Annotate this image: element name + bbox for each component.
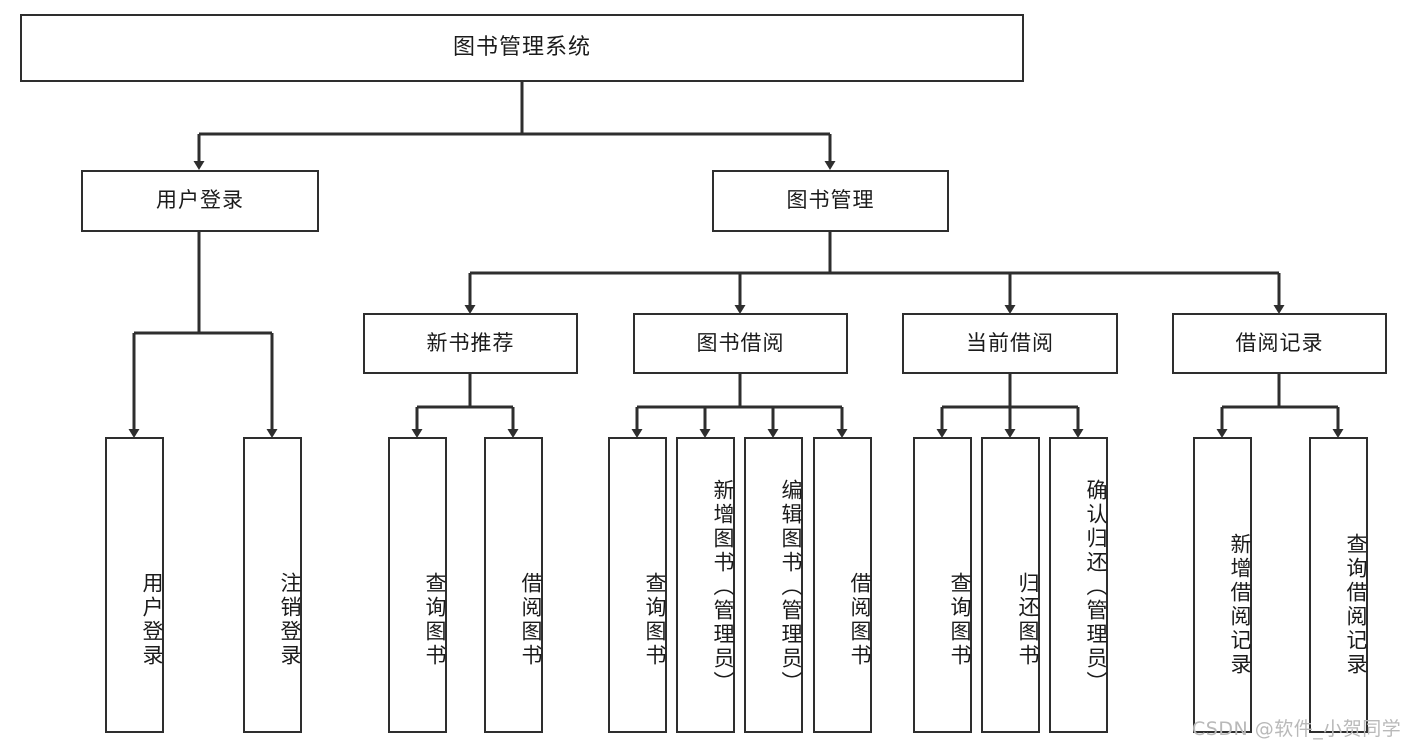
- node-leaf-borrow-book-2[interactable]: 借阅图书: [813, 437, 872, 733]
- node-label: 用户登录: [156, 188, 244, 213]
- node-label: 新增借阅记录: [1228, 533, 1252, 677]
- node-label: 图书管理系统: [452, 34, 591, 60]
- node-label: 确认归还（管理员）: [1084, 479, 1108, 695]
- node-label: 查询图书: [423, 572, 447, 668]
- node-leaf-user-login[interactable]: 用户登录: [105, 437, 164, 733]
- node-leaf-add-record[interactable]: 新增借阅记录: [1193, 437, 1252, 733]
- node-label: 查询图书: [948, 572, 972, 668]
- node-label: 编辑图书（管理员）: [779, 479, 803, 695]
- node-label: 新书推荐: [426, 330, 515, 355]
- node-leaf-query-book-1[interactable]: 查询图书: [388, 437, 447, 733]
- node-new-book-recommend[interactable]: 新书推荐: [363, 313, 578, 374]
- node-label: 查询图书: [643, 572, 667, 668]
- node-label: 借阅记录: [1235, 330, 1324, 355]
- node-label: 查询借阅记录: [1344, 533, 1368, 677]
- node-leaf-query-book-3[interactable]: 查询图书: [913, 437, 972, 733]
- node-leaf-borrow-book-1[interactable]: 借阅图书: [484, 437, 543, 733]
- node-borrow-record[interactable]: 借阅记录: [1172, 313, 1387, 374]
- node-label: 当前借阅: [966, 330, 1054, 355]
- node-leaf-query-record[interactable]: 查询借阅记录: [1309, 437, 1368, 733]
- node-label: 注销登录: [278, 572, 302, 668]
- node-leaf-edit-book[interactable]: 编辑图书（管理员）: [744, 437, 803, 733]
- node-label: 借阅图书: [519, 572, 543, 668]
- node-label: 用户登录: [140, 572, 164, 668]
- node-leaf-query-book-2[interactable]: 查询图书: [608, 437, 667, 733]
- node-leaf-confirm-return[interactable]: 确认归还（管理员）: [1049, 437, 1108, 733]
- node-root-system[interactable]: 图书管理系统: [20, 14, 1024, 82]
- node-label: 借阅图书: [848, 572, 872, 668]
- node-label: 新增图书（管理员）: [711, 479, 735, 695]
- node-book-manage[interactable]: 图书管理: [712, 170, 949, 232]
- node-user-login[interactable]: 用户登录: [81, 170, 319, 232]
- node-leaf-add-book[interactable]: 新增图书（管理员）: [676, 437, 735, 733]
- node-label: 图书借阅: [696, 330, 785, 355]
- node-leaf-user-logout[interactable]: 注销登录: [243, 437, 302, 733]
- node-leaf-return-book[interactable]: 归还图书: [981, 437, 1040, 733]
- node-label: 归还图书: [1016, 572, 1040, 668]
- node-book-borrow[interactable]: 图书借阅: [633, 313, 848, 374]
- node-current-borrow[interactable]: 当前借阅: [902, 313, 1118, 374]
- csdn-watermark: CSDN @软件_小贺同学: [1192, 718, 1402, 740]
- node-label: 图书管理: [786, 188, 875, 213]
